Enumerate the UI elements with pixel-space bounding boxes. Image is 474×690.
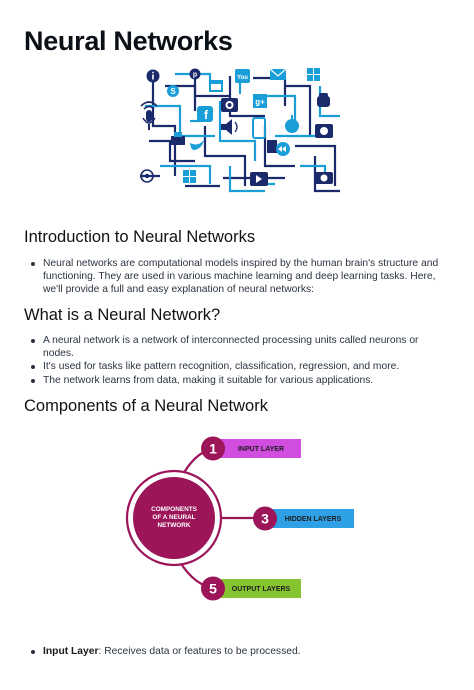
skype-icon: S [167, 85, 179, 97]
signal-icon [140, 169, 154, 183]
printer-icon [171, 132, 185, 145]
pinterest-icon: p [189, 68, 201, 80]
wifi-icon [140, 101, 158, 110]
windows-icon [307, 68, 320, 81]
camera-icon [315, 124, 333, 138]
intro-list: Neural networks are computational models… [30, 257, 448, 297]
svg-text:p: p [193, 72, 197, 79]
rewind-icon [276, 142, 290, 156]
center-label-line: COMPONENTS [151, 506, 198, 513]
input-layer-pill [220, 439, 301, 458]
number-badge [253, 506, 277, 531]
output-layers-pill [220, 579, 301, 598]
section-heading-introduction: Introduction to Neural Networks [24, 228, 256, 246]
google-plus-icon: g+ [253, 94, 267, 108]
number-badge-label: 1 [209, 441, 217, 457]
number-badge [201, 436, 225, 461]
list-item: The network learns from data, making it … [30, 374, 448, 387]
network-illustration: p You S g+ f [140, 68, 340, 193]
input-layer-label: INPUT LAYER [238, 446, 284, 453]
mail-icon [269, 68, 287, 80]
list-item: It's used for tasks like pattern recogni… [30, 360, 448, 373]
term-description: : Receives data or features to be proces… [98, 646, 301, 657]
list-item: Neural networks are computational models… [30, 257, 448, 297]
microphone-icon [142, 110, 156, 130]
svg-text:S: S [170, 87, 176, 96]
output-layers-label: OUTPUT LAYERS [232, 586, 291, 593]
page-title: Neural Networks [24, 26, 233, 56]
number-badge-label: 5 [209, 581, 217, 597]
calendar-icon [209, 80, 223, 92]
list-item: Input Layer: Receives data or features t… [30, 645, 448, 658]
calculator-icon [267, 140, 277, 153]
info-icon [146, 69, 160, 83]
components-list: Input Layer: Receives data or features t… [30, 645, 448, 658]
camera-icon [221, 98, 238, 112]
svg-text:f: f [204, 108, 209, 122]
volume-icon [221, 119, 238, 135]
play-icon [250, 172, 268, 186]
phone-icon [252, 117, 266, 139]
windows-icon [183, 170, 196, 183]
svg-text:You: You [237, 75, 248, 81]
number-badge [201, 576, 225, 601]
youtube-icon: You [235, 69, 250, 83]
twitter-icon [190, 140, 204, 150]
hidden-layers-label: HIDDEN LAYERS [285, 516, 342, 523]
section-heading-what-is: What is a Neural Network? [24, 306, 221, 324]
hidden-layers-pill [272, 509, 354, 528]
center-label-line: OF A NEURAL [152, 514, 195, 521]
section-heading-components: Components of a Neural Network [24, 397, 268, 415]
android-icon [317, 93, 330, 107]
facebook-icon: f [197, 106, 213, 122]
camera-icon [315, 172, 333, 184]
center-circle [133, 477, 215, 559]
components-diagram: COMPONENTS OF A NEURAL NETWORK 1 INPUT L… [125, 436, 354, 601]
center-label-line: NETWORK [157, 522, 190, 529]
what-list: A neural network is a network of interco… [30, 334, 448, 387]
list-item: A neural network is a network of interco… [30, 334, 448, 360]
term-label: Input Layer [43, 646, 99, 657]
number-badge-label: 3 [261, 511, 269, 527]
svg-text:g+: g+ [255, 98, 265, 107]
apple-icon [285, 115, 299, 133]
